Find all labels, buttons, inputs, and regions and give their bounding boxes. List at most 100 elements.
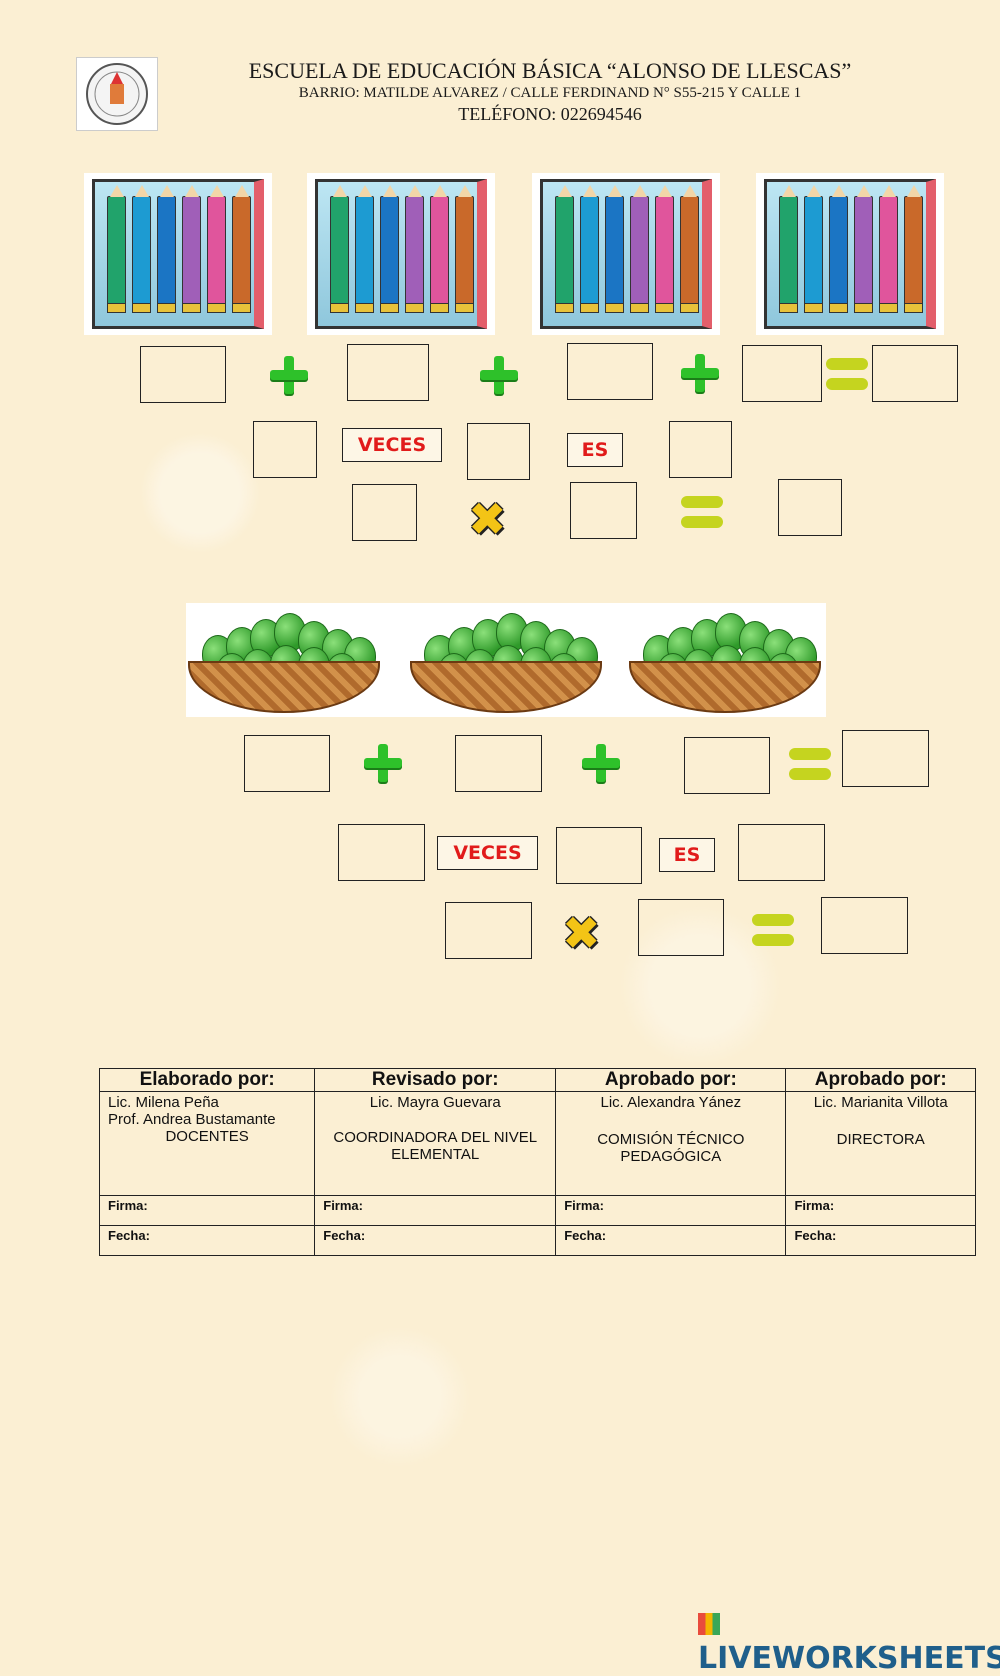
signer-cell: Lic. Milena Peña Prof. Andrea Bustamante… — [98, 1091, 316, 1196]
pencil-icon — [232, 185, 251, 313]
pencil-icon — [680, 185, 699, 313]
school-logo — [76, 57, 158, 131]
liveworksheets-logo: LIVEWORKSHEETS — [698, 1606, 1000, 1676]
mult-1-factor-1[interactable] — [352, 484, 417, 541]
pencil-icon — [605, 185, 624, 313]
pencil-icon — [854, 185, 873, 313]
firma-cell[interactable]: Firma: — [98, 1195, 316, 1226]
sum-2-result-box[interactable] — [842, 730, 929, 787]
pencil-icon — [355, 185, 374, 313]
mult-1-result[interactable] — [778, 479, 842, 536]
sum-1-box-2[interactable] — [347, 344, 429, 401]
pencil-icon — [655, 185, 674, 313]
pencil-icon — [157, 185, 176, 313]
fecha-cell[interactable]: Fecha: — [98, 1225, 316, 1256]
pencil-box — [756, 173, 944, 335]
pencil-icon — [580, 185, 599, 313]
pencil-icon — [829, 185, 848, 313]
pencil-icon — [330, 185, 349, 313]
veces-1-count-box[interactable] — [253, 421, 317, 478]
equals-icon — [681, 494, 723, 530]
sum-2-box-3[interactable] — [684, 737, 770, 794]
liveworksheets-icon — [698, 1613, 720, 1635]
veces-2-result-box[interactable] — [738, 824, 825, 881]
pencil-icon — [430, 185, 449, 313]
pencil-box-tray — [315, 179, 487, 329]
signer-cell: Lic. Alexandra Yánez COMISIÓN TÉCNICO PE… — [555, 1091, 787, 1196]
pencil-icon — [405, 185, 424, 313]
col-header: Revisado por: — [314, 1068, 557, 1092]
equals-icon — [826, 356, 868, 392]
col-header: Aprobado por: — [555, 1068, 787, 1092]
pencil-icon — [207, 185, 226, 313]
plus-icon — [268, 354, 310, 396]
sum-1-box-4[interactable] — [742, 345, 822, 402]
sum-1-box-3[interactable] — [567, 343, 653, 400]
veces-1-group-box[interactable] — [467, 423, 530, 480]
school-phone: TELÉFONO: 022694546 — [458, 104, 642, 124]
pencil-icon — [132, 185, 151, 313]
times-icon: ✖ — [468, 492, 507, 546]
veces-label: VECES — [437, 836, 538, 870]
pencil-box-tray — [540, 179, 712, 329]
pencil-box-tray — [92, 179, 264, 329]
mult-2-factor-2[interactable] — [638, 899, 724, 956]
pencil-icon — [182, 185, 201, 313]
plus-icon — [580, 742, 622, 784]
signer-name: Lic. Mayra Guevara — [369, 1094, 501, 1111]
firma-cell[interactable]: Firma: — [785, 1195, 976, 1226]
veces-label: VECES — [342, 428, 442, 462]
col-header: Elaborado por: — [98, 1068, 316, 1092]
signer-name: Lic. Milena Peña — [108, 1094, 219, 1111]
firma-cell[interactable]: Firma: — [555, 1195, 787, 1226]
school-name: ESCUELA DE EDUCACIÓN BÁSICA “ALONSO DE L… — [248, 58, 852, 83]
signer-role: COMISIÓN TÉCNICO PEDAGÓGICA — [597, 1131, 745, 1165]
pencil-box — [532, 173, 720, 335]
es-label: ES — [659, 838, 715, 872]
firma-cell[interactable]: Firma: — [314, 1195, 557, 1226]
pencil-icon — [804, 185, 823, 313]
pencil-box — [307, 173, 495, 335]
pencil-icon — [455, 185, 474, 313]
sum-1-box-1[interactable] — [140, 346, 226, 403]
equals-icon — [752, 912, 794, 948]
veces-1-result-box[interactable] — [669, 421, 732, 478]
col-header: Aprobado por: — [785, 1068, 976, 1092]
sum-2-box-2[interactable] — [455, 735, 542, 792]
mult-2-result[interactable] — [821, 897, 908, 954]
pencil-icon — [779, 185, 798, 313]
pear-baskets-row — [186, 603, 826, 717]
sum-2-box-1[interactable] — [244, 735, 330, 792]
pencil-box — [84, 173, 272, 335]
veces-2-group-box[interactable] — [556, 827, 642, 884]
basket-icon — [188, 661, 380, 713]
equals-icon — [789, 746, 831, 782]
plus-icon — [679, 352, 721, 394]
school-crest-icon — [86, 63, 148, 125]
fecha-cell[interactable]: Fecha: — [314, 1225, 557, 1256]
fecha-cell[interactable]: Fecha: — [785, 1225, 976, 1256]
es-label: ES — [567, 433, 623, 467]
plus-icon — [362, 742, 404, 784]
signer-cell: Lic. Marianita Villota DIRECTORA — [785, 1091, 976, 1196]
pencil-box-tray — [764, 179, 936, 329]
signer-role: DIRECTORA — [836, 1131, 925, 1148]
sum-1-result-box[interactable] — [872, 345, 958, 402]
pencil-icon — [879, 185, 898, 313]
basket-icon — [629, 661, 821, 713]
pencil-icon — [380, 185, 399, 313]
pencil-icon — [630, 185, 649, 313]
veces-2-count-box[interactable] — [338, 824, 425, 881]
mult-1-factor-2[interactable] — [570, 482, 637, 539]
basket-icon — [410, 661, 602, 713]
signer-cell: Lic. Mayra Guevara COORDINADORA DEL NIVE… — [314, 1091, 557, 1196]
signer-role: COORDINADORA DEL NIVEL ELEMENTAL — [333, 1129, 538, 1163]
fecha-cell[interactable]: Fecha: — [555, 1225, 787, 1256]
pear-basket — [186, 613, 382, 717]
pear-basket — [408, 613, 604, 717]
times-icon: ✖ — [562, 906, 601, 960]
signer-role: DOCENTES — [165, 1128, 249, 1145]
mult-2-factor-1[interactable] — [445, 902, 532, 959]
signer-name: Lic. Marianita Villota — [813, 1094, 948, 1111]
pencil-icon — [904, 185, 923, 313]
